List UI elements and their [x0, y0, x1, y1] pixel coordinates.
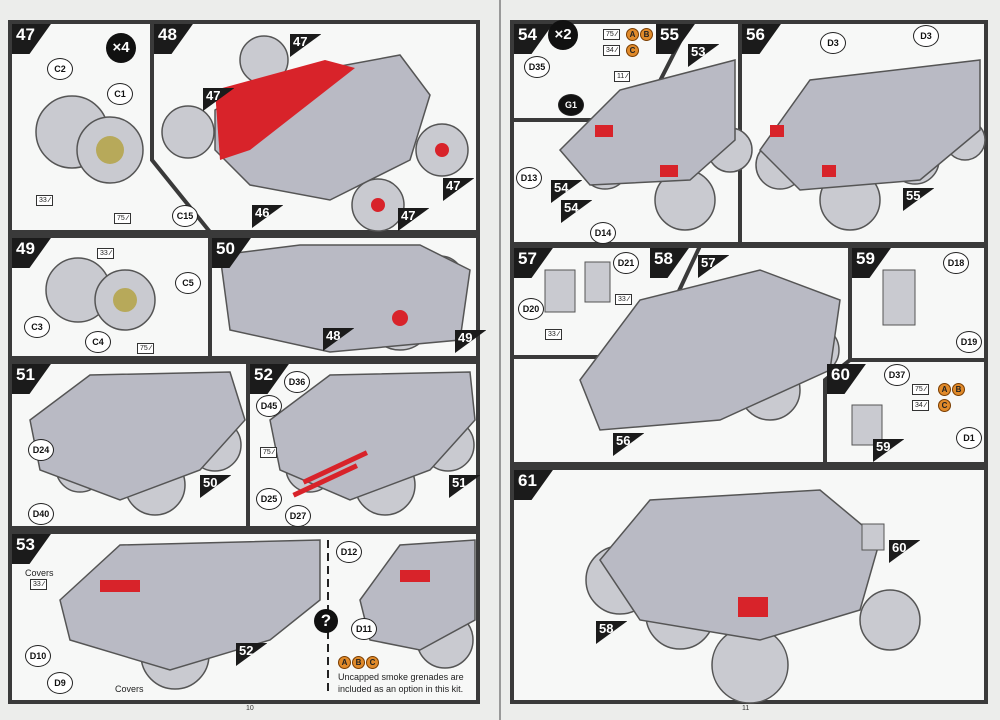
- option-b: B: [640, 28, 653, 41]
- part-label: D35: [524, 56, 550, 78]
- part-label: D11: [351, 618, 377, 640]
- page-number-right: 11: [742, 705, 750, 712]
- part-label: D20: [518, 298, 544, 320]
- option-b: B: [952, 383, 965, 396]
- option-b: B: [352, 656, 365, 669]
- paint-code: 33: [545, 329, 562, 340]
- paint-code: 75: [912, 384, 929, 395]
- paint-code: 34: [912, 400, 929, 411]
- part-label: D27: [285, 505, 311, 527]
- part-label: D12: [336, 541, 362, 563]
- part-label: D14: [590, 222, 616, 244]
- option-a: A: [938, 383, 951, 396]
- part-label: D37: [884, 364, 910, 386]
- part-label: C5: [175, 272, 201, 294]
- part-label: C4: [85, 331, 111, 353]
- part-label: D24: [28, 439, 54, 461]
- paint-code: 75: [137, 343, 154, 354]
- part-label: D45: [256, 395, 282, 417]
- part-label: D10: [25, 645, 51, 667]
- part-label: D36: [284, 371, 310, 393]
- part-label: C2: [47, 58, 73, 80]
- part-label: C15: [172, 205, 198, 227]
- paint-code: 33: [615, 294, 632, 305]
- option-a: A: [338, 656, 351, 669]
- paint-code: 75: [603, 29, 620, 40]
- part-label: D21: [613, 252, 639, 274]
- paint-code: 33: [30, 579, 47, 590]
- part-label: D9: [47, 672, 73, 694]
- paint-code: 75: [114, 213, 131, 224]
- part-label: D3: [913, 25, 939, 47]
- step-56-number: 56: [742, 24, 781, 54]
- quantity-badge: ×2: [548, 20, 578, 50]
- part-label: D25: [256, 488, 282, 510]
- paint-code: 75: [260, 447, 277, 458]
- option-a: A: [626, 28, 639, 41]
- covers-label: Covers: [115, 684, 144, 694]
- page-number-left: 10: [246, 705, 254, 712]
- part-label: D13: [516, 167, 542, 189]
- option-c: C: [938, 399, 951, 412]
- smoke-grenade-note: Uncapped smoke grenades are included as …: [338, 672, 464, 694]
- part-label: D18: [943, 252, 969, 274]
- covers-label: Covers: [25, 568, 54, 578]
- part-label: D3: [820, 32, 846, 54]
- part-label: C3: [24, 316, 50, 338]
- option-c: C: [366, 656, 379, 669]
- question-icon: ?: [314, 609, 338, 633]
- paint-code: 33: [97, 248, 114, 259]
- paint-code: 11: [614, 71, 631, 82]
- quantity-badge: ×4: [106, 33, 136, 63]
- part-label: D19: [956, 331, 982, 353]
- paint-code: 34: [603, 45, 620, 56]
- part-label: C1: [107, 83, 133, 105]
- part-label: D1: [956, 427, 982, 449]
- part-label: G1: [558, 94, 584, 116]
- part-label: D40: [28, 503, 54, 525]
- option-c: C: [626, 44, 639, 57]
- paint-code: 33: [36, 195, 53, 206]
